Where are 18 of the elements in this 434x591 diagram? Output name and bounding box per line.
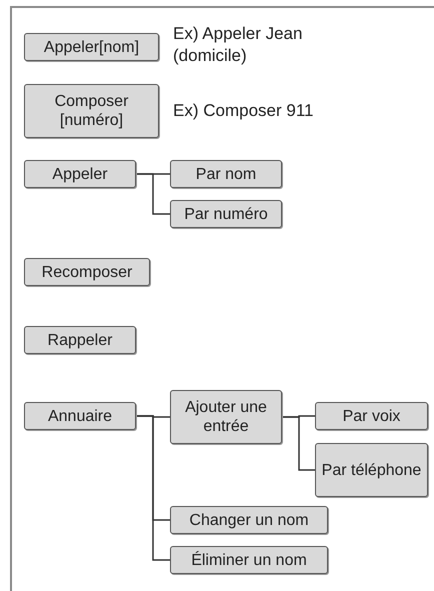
menu-box: Recomposer [24, 258, 150, 286]
example-text: Ex) Appeler Jean (domicile) [173, 23, 304, 67]
connector-line [282, 416, 315, 471]
menu-box: Par voix [315, 402, 428, 430]
menu-box: Par numéro [170, 200, 282, 228]
menu-box: Ajouter une entrée [170, 390, 282, 444]
connector-line [136, 415, 170, 561]
menu-box: Annuaire [24, 402, 136, 430]
example-text: Ex) Composer 911 [173, 100, 314, 122]
menu-box: Changer un nom [170, 506, 328, 534]
menu-box: Rappeler [24, 326, 136, 354]
menu-box: Composer [numéro] [24, 84, 159, 138]
menu-box: Éliminer un nom [170, 546, 328, 574]
menu-box: Par nom [170, 160, 282, 188]
menu-box: Par téléphone [315, 443, 428, 497]
menu-box: Appeler[nom] [24, 33, 159, 61]
connector-line [136, 173, 170, 215]
menu-box: Appeler [24, 160, 136, 188]
